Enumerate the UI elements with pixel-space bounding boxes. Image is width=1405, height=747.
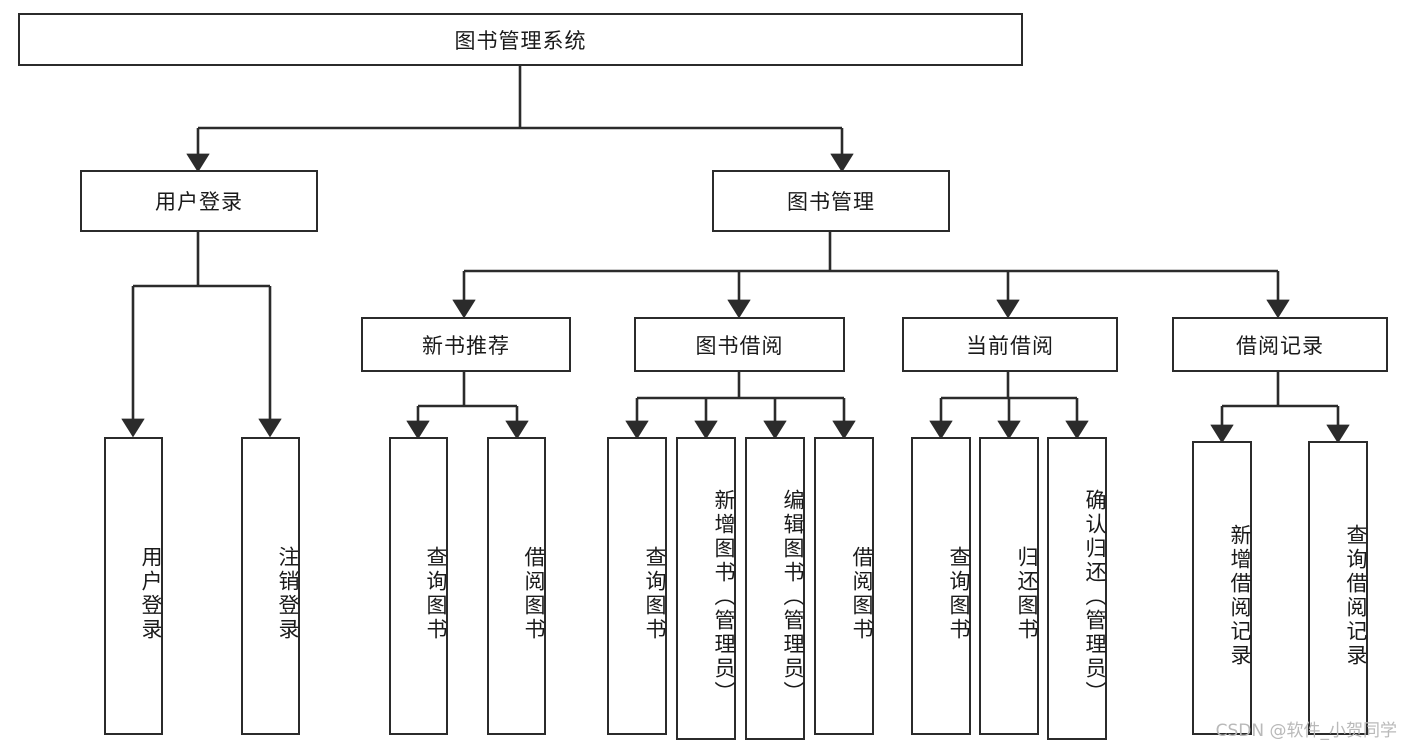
leaf-query-books-borrow[interactable]: 查询图书 [607,437,667,735]
node-user-login[interactable]: 用户登录 [80,170,318,232]
node-label: 查询借阅记录 [1344,524,1368,668]
node-label: 注销登录 [276,546,300,642]
node-book-management[interactable]: 图书管理 [712,170,950,232]
csdn-watermark: CSDN @软件_小贺同学 [1215,721,1397,741]
leaf-query-books-newbook[interactable]: 查询图书 [389,437,448,735]
leaf-borrow-books-newbook[interactable]: 借阅图书 [487,437,546,735]
leaf-user-login[interactable]: 用户登录 [104,437,163,735]
node-label: 查询图书 [424,546,448,642]
node-label: 归还图书 [1015,546,1039,642]
node-current-borrowing[interactable]: 当前借阅 [902,317,1118,372]
leaf-edit-book-admin[interactable]: 编辑图书（管理员） [745,437,805,740]
node-label: 借阅图书 [850,546,874,642]
node-label: 用户登录 [139,546,163,642]
node-label: 新增借阅记录 [1228,524,1252,668]
node-label: 借阅图书 [522,546,546,642]
leaf-return-books[interactable]: 归还图书 [979,437,1039,735]
node-label: 图书管理系统 [454,28,587,53]
leaf-add-book-admin[interactable]: 新增图书（管理员） [676,437,736,740]
leaf-query-books-current[interactable]: 查询图书 [911,437,971,735]
node-label: 用户登录 [155,190,243,214]
leaf-logout[interactable]: 注销登录 [241,437,300,735]
leaf-add-borrow-record[interactable]: 新增借阅记录 [1192,441,1252,735]
node-label: 确认归还（管理员） [1083,488,1107,705]
node-book-borrowing[interactable]: 图书借阅 [634,317,845,372]
node-label: 借阅记录 [1236,333,1324,358]
node-label: 查询图书 [643,546,667,642]
node-label: 图书借阅 [695,333,784,358]
node-label: 查询图书 [947,546,971,642]
node-label: 编辑图书（管理员） [781,488,805,705]
node-new-book-recommendation[interactable]: 新书推荐 [361,317,571,372]
node-label: 新增图书（管理员） [712,488,736,705]
node-root-book-management-system[interactable]: 图书管理系统 [18,13,1023,66]
leaf-query-borrow-record[interactable]: 查询借阅记录 [1308,441,1368,735]
leaf-confirm-return-admin[interactable]: 确认归还（管理员） [1047,437,1107,740]
node-label: 当前借阅 [966,333,1054,358]
node-label: 图书管理 [787,190,875,214]
node-borrowing-records[interactable]: 借阅记录 [1172,317,1388,372]
leaf-borrow-books[interactable]: 借阅图书 [814,437,874,735]
node-label: 新书推荐 [422,333,510,358]
